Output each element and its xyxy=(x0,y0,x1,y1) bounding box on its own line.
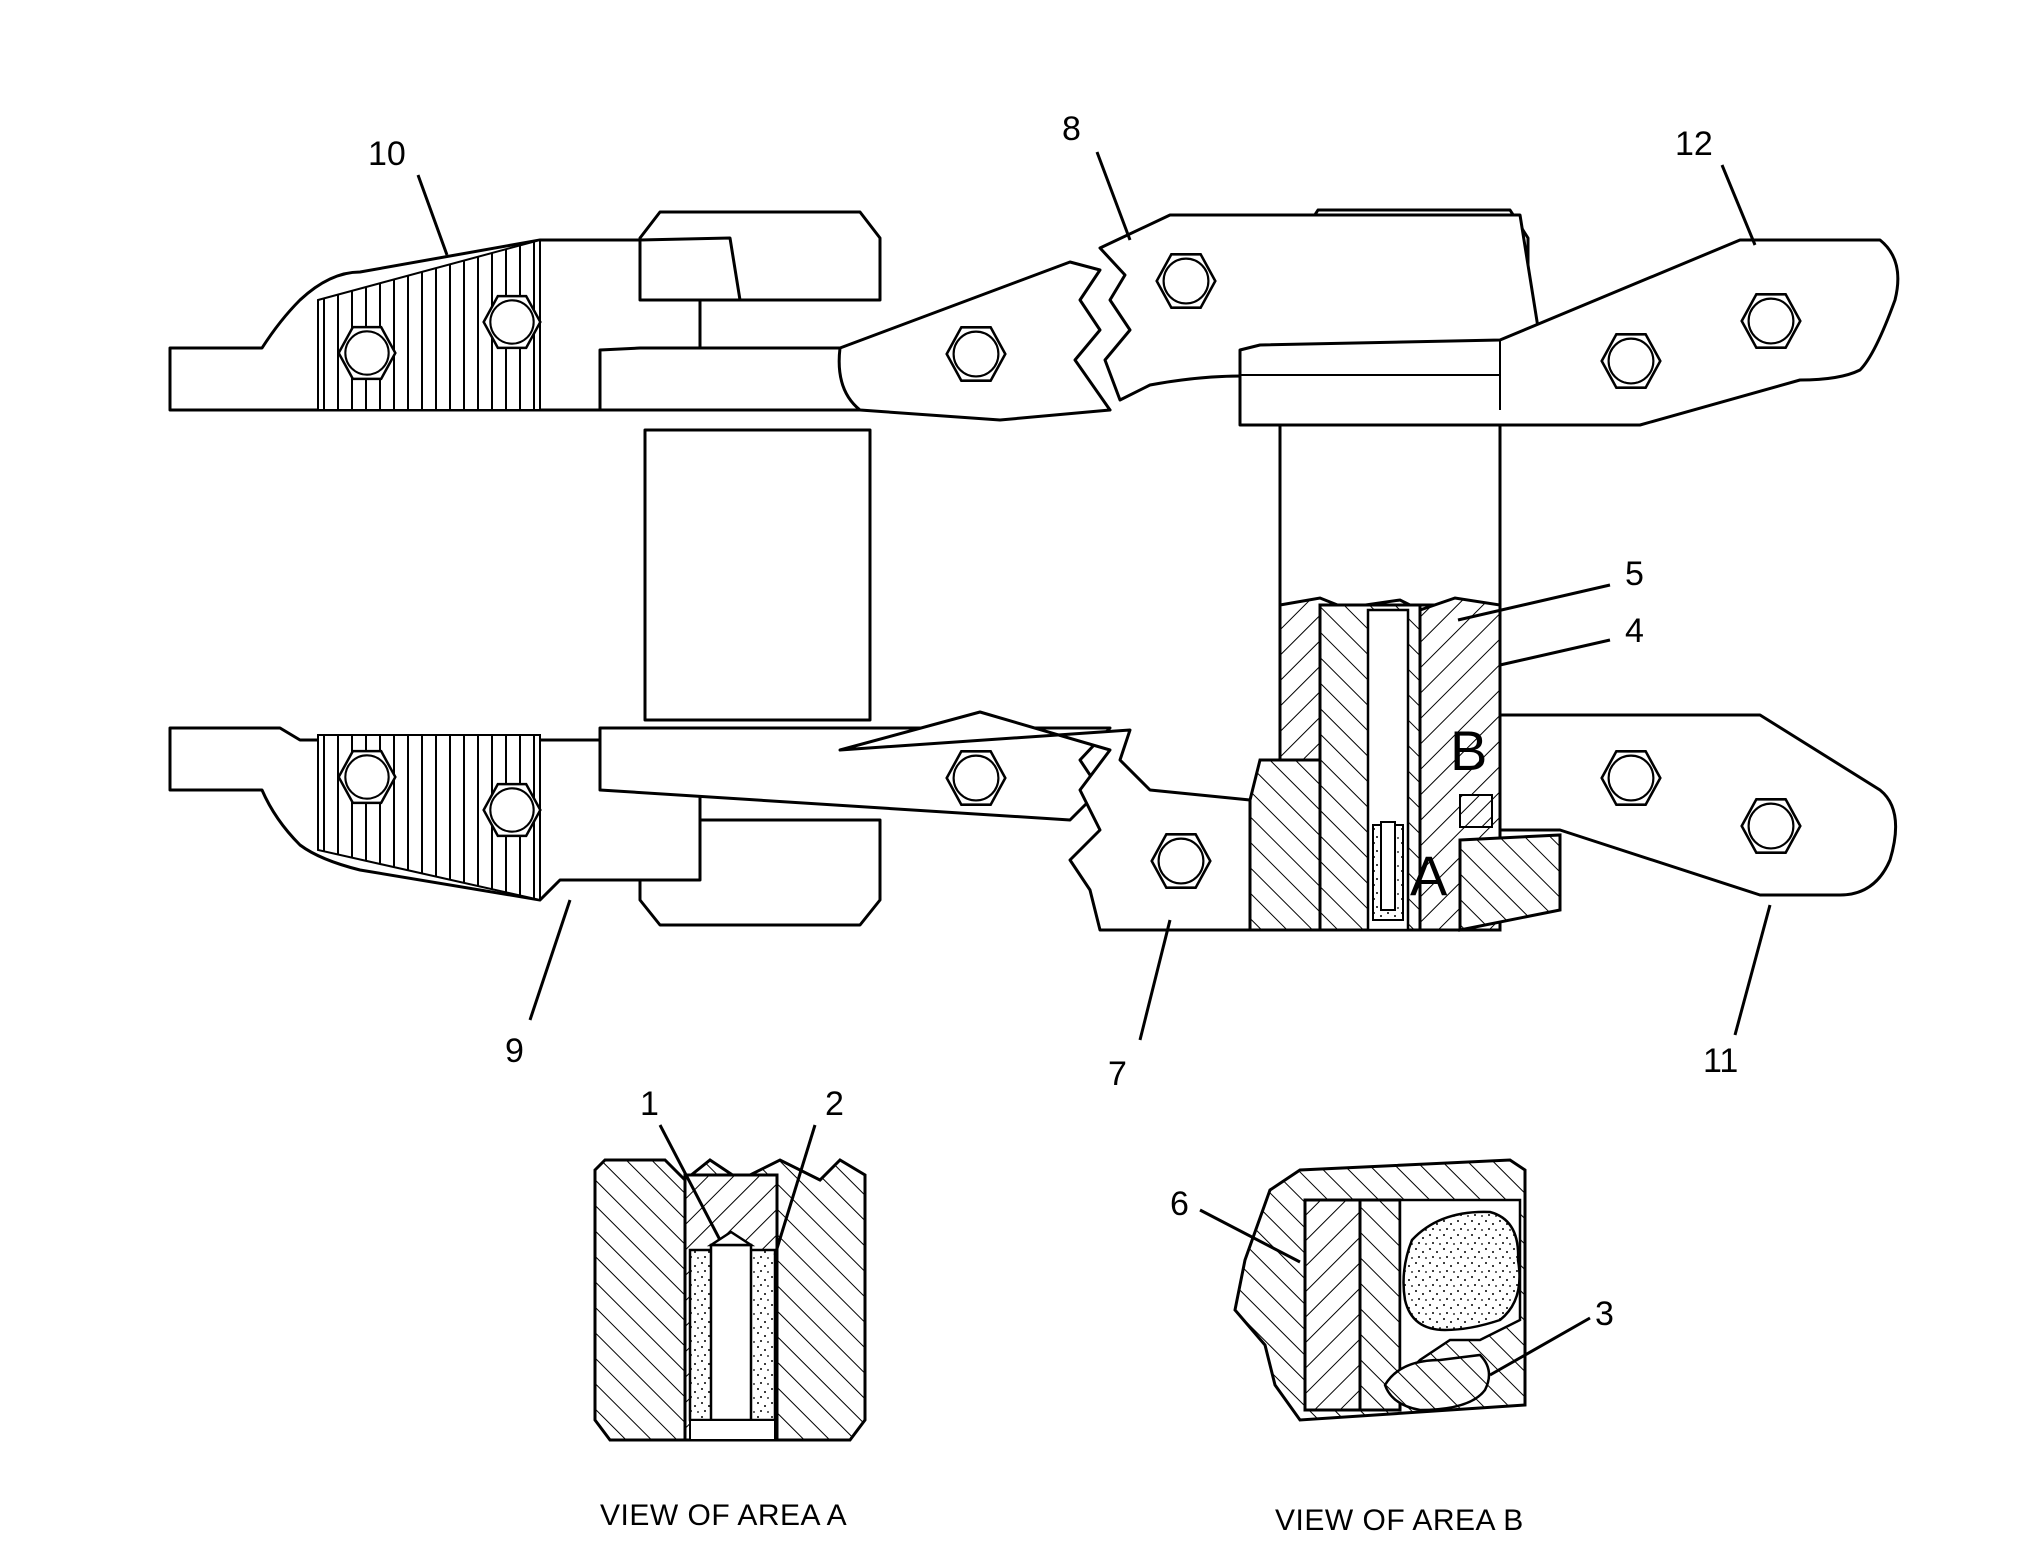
bolt-icon xyxy=(1150,833,1212,889)
callout-11: 11 xyxy=(1703,1042,1738,1080)
upper-chain-strand xyxy=(168,208,1900,427)
callout-12: 12 xyxy=(1675,125,1713,163)
leader-lines xyxy=(416,151,1772,1041)
detail-view-area-b xyxy=(1199,1158,1591,1422)
bolt-icon xyxy=(1155,253,1217,309)
bolt-icon xyxy=(482,782,542,838)
callout-10: 10 xyxy=(368,135,406,173)
bolt-icon xyxy=(482,294,542,350)
callout-5: 5 xyxy=(1625,555,1644,593)
bolt-icon xyxy=(1600,333,1662,389)
bolt-icon xyxy=(945,326,1007,382)
caption-view-area-a: VIEW OF AREA A xyxy=(600,1499,847,1532)
callout-2: 2 xyxy=(825,1085,844,1123)
bolt-icon xyxy=(1740,293,1802,349)
callout-8: 8 xyxy=(1062,110,1081,148)
area-marker-a: A xyxy=(1410,844,1448,907)
bolt-icon xyxy=(945,750,1007,806)
bolt-icon xyxy=(337,749,397,805)
callout-numbers: 10 8 12 5 4 9 7 11 1 2 6 3 xyxy=(368,110,1738,1333)
callout-1: 1 xyxy=(640,1085,659,1123)
right-bushing-section xyxy=(1248,423,1562,932)
left-bushing xyxy=(643,428,872,722)
area-marker-b: B xyxy=(1450,719,1487,782)
bolt-icon xyxy=(1600,750,1662,806)
lower-chain-strand xyxy=(168,710,1898,932)
detail-view-area-a xyxy=(593,1124,867,1442)
callout-7: 7 xyxy=(1108,1055,1127,1093)
callout-3: 3 xyxy=(1595,1295,1614,1333)
callout-9: 9 xyxy=(505,1032,524,1070)
bolt-icon xyxy=(337,325,397,381)
bolt-icon xyxy=(1740,798,1802,854)
caption-view-area-b: VIEW OF AREA B xyxy=(1275,1504,1524,1537)
callout-6: 6 xyxy=(1170,1185,1189,1223)
callout-4: 4 xyxy=(1625,612,1644,650)
